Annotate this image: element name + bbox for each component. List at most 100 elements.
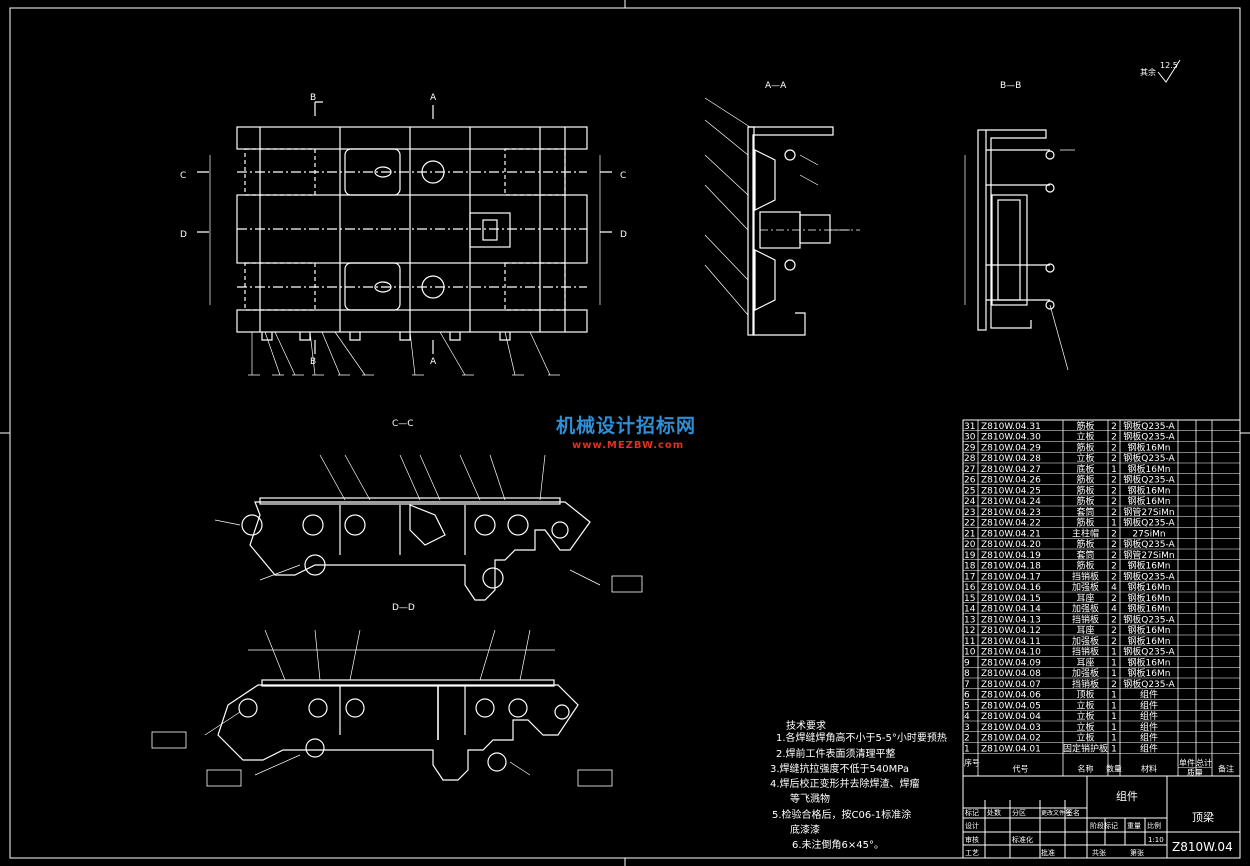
bom-cell-name: 筋板: [1076, 420, 1094, 432]
cut-letter-c-right: C: [620, 171, 626, 181]
bom-cell-name: 主柱帽: [1072, 527, 1099, 539]
bom-header-unit: 单件: [1179, 757, 1195, 767]
bom-cell-code: Z810W.04.17: [981, 572, 1041, 582]
title-block: [962, 775, 1241, 859]
bom-cell-no: 19: [964, 551, 976, 561]
title-row-label-4: 签名: [1066, 808, 1080, 817]
bom-cell-qty: 2: [1111, 615, 1117, 625]
bom-cell-qty: 1: [1111, 744, 1117, 754]
bom-cell-qty: 1: [1111, 519, 1117, 529]
bom-cell-name: 套筒: [1076, 506, 1094, 518]
bom-cell-code: Z810W.04.23: [981, 508, 1041, 518]
notes-title: 技术要求: [786, 719, 826, 732]
bom-cell-no: 7: [964, 680, 970, 690]
bom-cell-mat: 钢板16Mn: [1128, 463, 1171, 475]
bom-cell-code: Z810W.04.20: [981, 540, 1041, 550]
bom-cell-code: Z810W.04.31: [981, 422, 1041, 432]
bom-cell-qty: 1: [1111, 658, 1117, 668]
bom-cell-mat: 27SiMn: [1132, 529, 1165, 539]
bom-cell-code: Z810W.04.15: [981, 594, 1041, 604]
title-assembly: 组件: [1116, 789, 1138, 803]
bom-cell-no: 9: [964, 658, 970, 668]
bom-cell-name: 筋板: [1076, 560, 1094, 572]
bom-cell-code: Z810W.04.12: [981, 626, 1041, 636]
cut-letter-b-bottom: B: [310, 357, 316, 367]
bom-cell-name: 立板: [1076, 732, 1094, 744]
note-4: 4.焊后校正变形并去除焊渣、焊瘤: [770, 777, 920, 790]
note-1: 1.各焊缝焊角高不小于5-5°小时要预热: [776, 731, 947, 744]
section-bb: [964, 129, 1075, 371]
cut-letter-a-top: A: [430, 93, 437, 103]
bom-cell-no: 1: [964, 744, 970, 754]
bom-cell-qty: 1: [1111, 712, 1117, 722]
bom-cell-no: 13: [964, 615, 975, 625]
bom-cell-code: Z810W.04.30: [981, 433, 1041, 443]
bom-cell-mat: 钢板16Mn: [1128, 667, 1171, 679]
bom-cell-name: 立板: [1076, 721, 1094, 733]
bom-cell-no: 5: [964, 701, 970, 711]
note-2: 2.焊前工件表面须清理平整: [776, 747, 896, 760]
bom-cell-name: 筋板: [1076, 474, 1094, 486]
bom-cell-mat: 钢板Q235-A: [1123, 538, 1175, 550]
bom-cell-no: 22: [964, 519, 975, 529]
title-row-label-3: 更改文件号: [1041, 809, 1071, 817]
bom-cell-mat: 钢板16Mn: [1128, 581, 1171, 593]
bom-cell-name: 固定销护板: [1063, 742, 1108, 754]
cut-letter-d-right: D: [620, 230, 627, 240]
technical-notes: 技术要求 1.各焊缝焊角高不小于5-5°小时要预热 2.焊前工件表面须清理平整 …: [770, 719, 947, 851]
bom-cell-mat: 钢板16Mn: [1128, 624, 1171, 636]
bom-cell-code: Z810W.04.06: [981, 691, 1041, 701]
bom-cell-mat: 钢板Q235-A: [1123, 613, 1175, 625]
title-scale: 1:10: [1148, 836, 1164, 844]
bom-cell-no: 12: [964, 626, 975, 636]
bom-cell-code: Z810W.04.18: [981, 562, 1041, 572]
bom-cell-qty: 1: [1111, 734, 1117, 744]
bom-cell-qty: 2: [1111, 422, 1117, 432]
bom-cell-name: 加强板: [1072, 581, 1099, 593]
cut-letter-d-left: D: [180, 230, 187, 240]
bom-cell-mat: 组件: [1140, 699, 1158, 711]
bom-cell-code: Z810W.04.05: [981, 701, 1041, 711]
bom-cell-mat: 钢板Q235-A: [1123, 431, 1175, 443]
bom-cell-name: 筋板: [1076, 441, 1094, 453]
bom-cell-code: Z810W.04.29: [981, 443, 1041, 453]
bom-cell-name: 耳座: [1076, 592, 1094, 604]
bom-cell-mat: 组件: [1140, 742, 1158, 754]
bom-cell-mat: 钢板Q235-A: [1123, 452, 1175, 464]
section-aa: [704, 97, 860, 336]
bom-cell-qty: 1: [1111, 648, 1117, 658]
title-sheets-total: 共张: [1092, 848, 1106, 857]
bom-cell-qty: 2: [1111, 476, 1117, 486]
title-role-4: 批准: [1041, 848, 1055, 857]
bom-header-qty: 数量: [1106, 763, 1122, 773]
bom-cell-code: Z810W.04.08: [981, 669, 1041, 679]
bom-cell-qty: 1: [1111, 691, 1117, 701]
bom-cell-code: Z810W.04.27: [981, 465, 1041, 475]
bom-cell-name: 耳座: [1076, 656, 1094, 668]
title-role-2: 工艺: [965, 849, 979, 857]
section-label-aa: A—A: [765, 81, 787, 91]
bom-cell-name: 耳座: [1076, 624, 1094, 636]
bom-cell-no: 18: [964, 562, 976, 572]
bom-cell-mat: 钢板Q235-A: [1123, 570, 1175, 582]
bom-cell-qty: 4: [1111, 583, 1117, 593]
bom-cell-qty: 1: [1111, 701, 1117, 711]
bom-cell-mat: 钢板Q235-A: [1123, 646, 1175, 658]
bom-cell-qty: 1: [1111, 723, 1117, 733]
section-cc: [214, 454, 643, 601]
surface-finish-label: 其余: [1140, 67, 1156, 77]
bom-cell-mat: 钢板16Mn: [1128, 603, 1171, 615]
bom-cell-code: Z810W.04.24: [981, 497, 1041, 507]
bom-cell-code: Z810W.04.14: [981, 605, 1041, 615]
bom-cell-name: 加强板: [1072, 635, 1099, 647]
cut-letter-a-bottom: A: [430, 357, 437, 367]
bom-header-weight: 质量: [1187, 767, 1203, 777]
bom-header-remark: 备注: [1218, 763, 1234, 773]
bom-cell-no: 26: [964, 476, 976, 486]
bom-cell-qty: 2: [1111, 508, 1117, 518]
bom-cell-name: 挡销板: [1072, 613, 1099, 625]
note-6: 6.未注倒角6×45°。: [792, 838, 884, 851]
bom-cell-qty: 2: [1111, 637, 1117, 647]
bom-cell-no: 17: [964, 572, 975, 582]
